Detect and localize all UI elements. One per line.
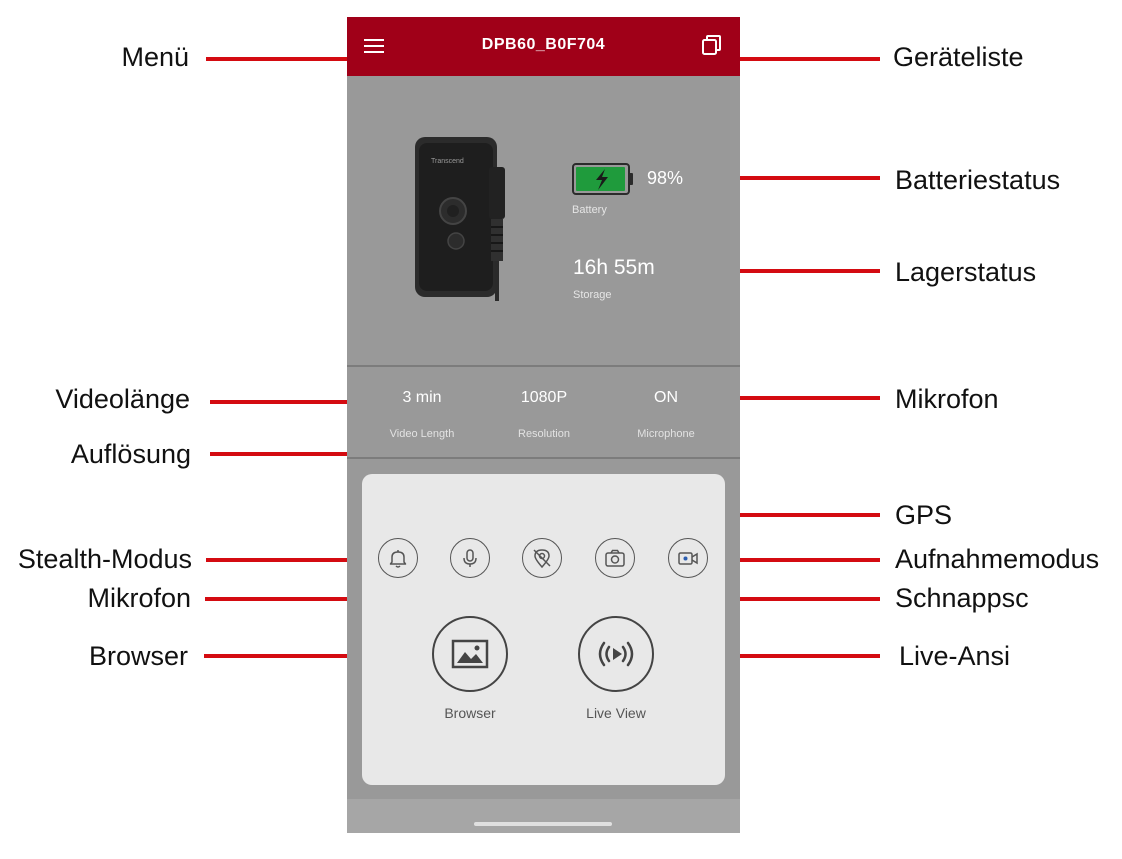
device-title: DPB60_B0F704 — [481, 36, 606, 53]
camera-icon — [605, 549, 625, 567]
bell-icon — [389, 550, 407, 568]
gps-off-icon — [533, 549, 551, 569]
microphone-caption: Microphone — [637, 428, 695, 440]
snapshot-button[interactable] — [595, 538, 635, 578]
callout-browser: Browser — [88, 641, 188, 671]
callout-battery-status: Batteriestatus — [895, 165, 1061, 195]
battery-percent: 98% — [647, 168, 684, 188]
callout-microphone-status: Mikrofon — [895, 384, 999, 414]
callout-microphone-toggle: Mikrofon — [87, 583, 191, 613]
leader-line — [204, 654, 436, 658]
image-icon — [451, 639, 489, 669]
hamburger-icon[interactable] — [364, 35, 386, 57]
callout-stealth-mode: Stealth-Modus — [17, 544, 192, 574]
home-indicator[interactable] — [474, 822, 612, 826]
microphone-value[interactable]: ON — [654, 389, 678, 406]
body-camera-image: Transcend — [411, 137, 506, 302]
video-length-value[interactable]: 3 min — [402, 389, 442, 406]
resolution-value[interactable]: 1080P — [520, 389, 568, 406]
storage-value: 16h 55m — [573, 256, 655, 279]
stealth-mode-button[interactable] — [378, 538, 418, 578]
phone-screen: DPB60_B0F704 Transcend — [347, 17, 740, 833]
leader-line — [686, 269, 880, 273]
bottom-bar — [347, 799, 740, 833]
leader-line — [205, 597, 473, 601]
resolution-caption: Resolution — [518, 428, 570, 440]
callout-storage-status: Lagerstatus — [895, 257, 1037, 287]
callout-gps: GPS — [895, 500, 953, 530]
browser-button[interactable] — [432, 616, 508, 692]
storage-caption: Storage — [573, 289, 612, 301]
leader-line — [728, 57, 880, 61]
divider — [347, 365, 740, 367]
video-camera-icon — [678, 552, 698, 565]
leader-line — [690, 396, 880, 400]
divider — [347, 457, 740, 459]
live-stream-icon — [598, 641, 634, 667]
microphone-toggle-button[interactable] — [450, 538, 490, 578]
callout-snapshot: Schnappsc — [895, 583, 1029, 613]
callout-resolution: Auflösung — [70, 439, 191, 469]
leader-line — [210, 400, 394, 404]
browser-label: Browser — [444, 705, 496, 721]
leader-line — [708, 558, 880, 562]
callout-video-length: Videolänge — [55, 384, 190, 414]
battery-caption: Battery — [572, 204, 607, 216]
video-length-caption: Video Length — [389, 428, 455, 440]
leader-line — [206, 57, 356, 61]
callout-menu: Menü — [121, 42, 189, 72]
leader-line — [652, 654, 880, 658]
recording-mode-button[interactable] — [668, 538, 708, 578]
callout-live-view: Live-Ansi — [899, 641, 1011, 671]
top-bar: DPB60_B0F704 — [347, 17, 740, 76]
battery-charging-icon — [572, 163, 634, 200]
microphone-icon — [463, 549, 477, 567]
callout-recording-mode: Aufnahmemodus — [895, 544, 1100, 574]
control-panel: Browser Live View — [362, 474, 725, 785]
leader-line — [206, 558, 382, 562]
leader-line — [698, 176, 880, 180]
live-view-button[interactable] — [578, 616, 654, 692]
callout-device-list: Geräteliste — [893, 42, 1024, 72]
gps-toggle-button[interactable] — [522, 538, 562, 578]
leader-line — [617, 597, 880, 601]
copy-icon[interactable] — [700, 33, 724, 57]
svg-text:Transcend: Transcend — [431, 158, 464, 165]
live-view-label: Live View — [586, 705, 646, 721]
